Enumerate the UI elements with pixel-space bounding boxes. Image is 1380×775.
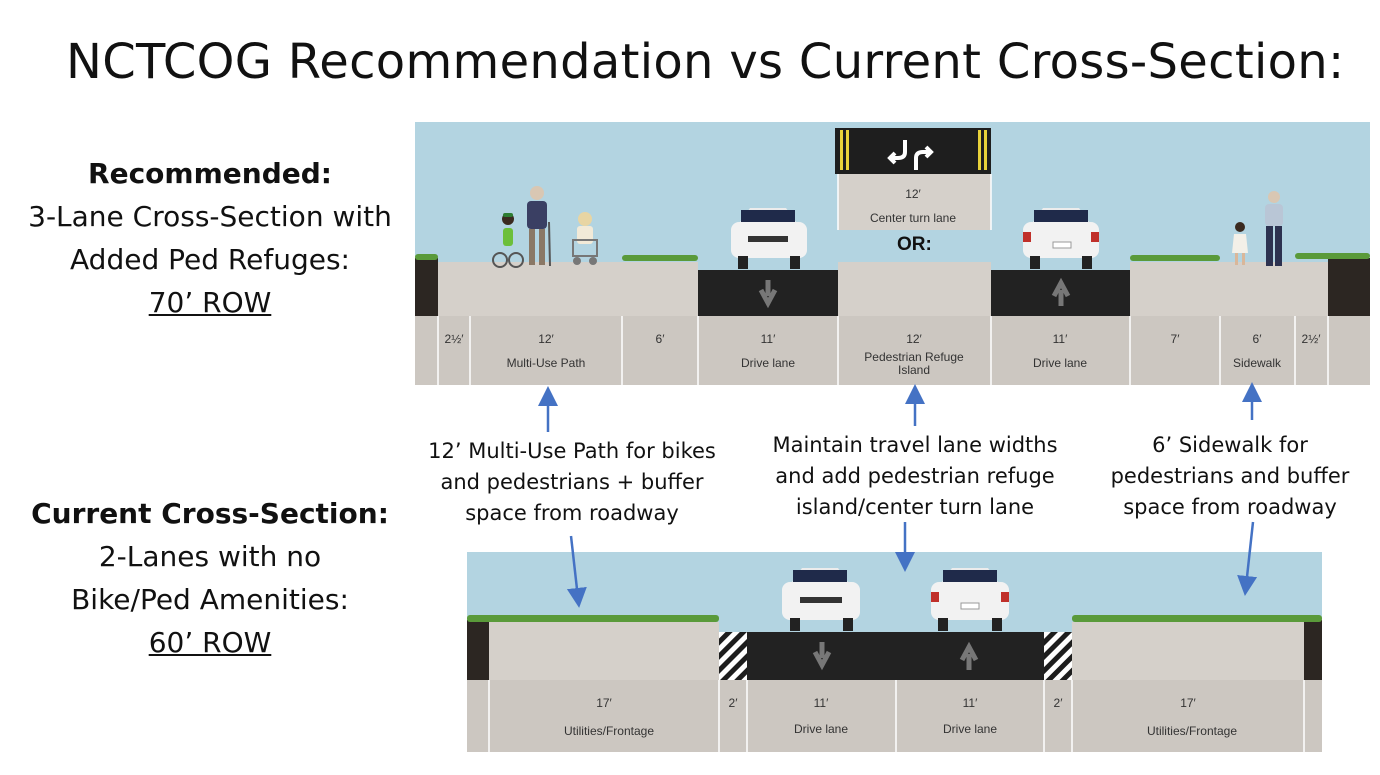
grass [622, 255, 698, 261]
grass [1295, 253, 1370, 259]
slide-title: NCTCOG Recommendation vs Current Cross-S… [66, 34, 1345, 90]
recommended-dividers [437, 316, 1329, 385]
left-curb [467, 620, 489, 680]
left-path-ground [438, 262, 698, 316]
annotation-line: pedestrians and buffer [1110, 464, 1350, 488]
right-sidewalk-ground [1130, 262, 1328, 316]
current-cross-section: 17′ Utilities/Frontage 2′ 11′ Drive lane… [467, 552, 1322, 752]
seg-width: 2′ [729, 696, 739, 710]
left-curb [415, 258, 438, 316]
seg-width: 11′ [1053, 332, 1068, 346]
car-front-icon [782, 568, 860, 631]
current-drive-lanes [747, 632, 1044, 680]
recommended-line2: Added Ped Refuges: [70, 243, 350, 276]
recommended-line1: 3-Lane Cross-Section with [28, 200, 392, 233]
seg-width: 6′ [656, 332, 666, 346]
car-front-icon [731, 208, 807, 269]
current-label-strip [467, 680, 1322, 752]
wheelchair-user-icon [572, 212, 598, 265]
recommended-row: 70’ ROW [148, 286, 272, 319]
adult-pedestrian-icon [1265, 191, 1283, 266]
grass [1130, 255, 1220, 261]
cyclist-icon [492, 213, 524, 268]
car-rear-icon [931, 568, 1009, 631]
seg-label: Utilities/Frontage [564, 724, 654, 738]
child-pedestrian-icon [1232, 222, 1248, 265]
seg-label: Multi-Use Path [507, 356, 586, 370]
grass [415, 254, 438, 260]
annotation-line: and add pedestrian refuge [775, 464, 1055, 488]
annotation-line: 12’ Multi-Use Path for bikes [428, 439, 716, 463]
annotation-arrows [538, 382, 1262, 608]
right-frontage-ground [1072, 622, 1304, 680]
car-rear-icon [1023, 208, 1099, 269]
or-label: OR: [897, 234, 932, 255]
current-heading: Current Cross-Section: [31, 497, 389, 530]
current-dividers [488, 680, 1305, 752]
annotation-refuge-island: Maintain travel lane widths and add pede… [755, 430, 1075, 523]
seg-width: 2½′ [445, 332, 465, 346]
left-buffer-hatch [719, 632, 747, 680]
annotation-line: space from roadway [1123, 495, 1337, 519]
seg-label: Drive lane [1033, 356, 1087, 370]
annotation-line: Maintain travel lane widths [772, 433, 1058, 457]
seg-width: 12′ [538, 332, 554, 346]
recommended-label-strip [415, 316, 1370, 385]
right-turn-arrow-icon [914, 145, 934, 170]
current-label: Current Cross-Section: 2-Lanes with no B… [10, 492, 410, 664]
center-turn-lane-inset: 12′ Center turn lane [835, 128, 992, 230]
recommended-heading: Recommended: [88, 157, 332, 190]
up-arrow-icon [1051, 277, 1071, 306]
annotation-line: space from roadway [465, 501, 679, 525]
annotation-line: and pedestrians + buffer [440, 470, 704, 494]
seg-label: Utilities/Frontage [1147, 724, 1237, 738]
up-arrow-icon [959, 641, 979, 670]
annotation-sidewalk: 6’ Sidewalk for pedestrians and buffer s… [1080, 430, 1380, 523]
seg-width: 11′ [761, 332, 776, 346]
seg-label: Sidewalk [1233, 356, 1282, 370]
left-turn-arrow-icon [887, 140, 907, 165]
elderly-pedestrian-icon [527, 186, 551, 267]
seg-label: Pedestrian Refuge [864, 350, 964, 364]
seg-label: Drive lane [741, 356, 795, 370]
current-line1: 2-Lanes with no [98, 540, 322, 573]
current-row: 60’ ROW [148, 626, 272, 659]
right-curb [1304, 620, 1322, 680]
annotation-line: 6’ Sidewalk for [1152, 433, 1308, 457]
seg-width: 17′ [1180, 696, 1196, 710]
left-frontage-ground [489, 622, 719, 680]
seg-width: 2′ [1054, 696, 1064, 710]
seg-width: 17′ [596, 696, 612, 710]
turn-lane-label-area [838, 174, 991, 230]
annotation-line: island/center turn lane [795, 495, 1035, 519]
right-buffer-hatch [1044, 632, 1072, 680]
current-line2: Bike/Ped Amenities: [71, 583, 349, 616]
arrow-to-right-frontage [1237, 521, 1258, 596]
recommended-cross-section: 2½′ 12′ Multi-Use Path 6′ 11′ Drive lane… [415, 122, 1370, 385]
seg-width: 2½′ [1302, 332, 1322, 346]
down-arrow-icon [758, 280, 778, 309]
seg-label: Island [898, 363, 930, 377]
annotation-multi-use-path: 12’ Multi-Use Path for bikes and pedestr… [412, 436, 732, 529]
seg-label: Drive lane [943, 722, 997, 736]
seg-width: 7′ [1171, 332, 1181, 346]
recommended-label: Recommended: 3-Lane Cross-Section with A… [10, 152, 410, 324]
turn-lane-width: 12′ [905, 187, 921, 201]
seg-width: 11′ [814, 696, 829, 710]
turn-lane-pavement [835, 128, 991, 174]
seg-width: 11′ [963, 696, 978, 710]
right-curb [1328, 258, 1370, 316]
down-arrow-icon [812, 642, 832, 671]
turn-lane-label: Center turn lane [870, 211, 956, 225]
grass [467, 615, 719, 622]
refuge-island [838, 262, 991, 316]
seg-label: Drive lane [794, 722, 848, 736]
seg-width: 6′ [1253, 332, 1263, 346]
grass [1072, 615, 1322, 622]
seg-width: 12′ [906, 332, 922, 346]
arrow-to-left-frontage [566, 535, 587, 608]
